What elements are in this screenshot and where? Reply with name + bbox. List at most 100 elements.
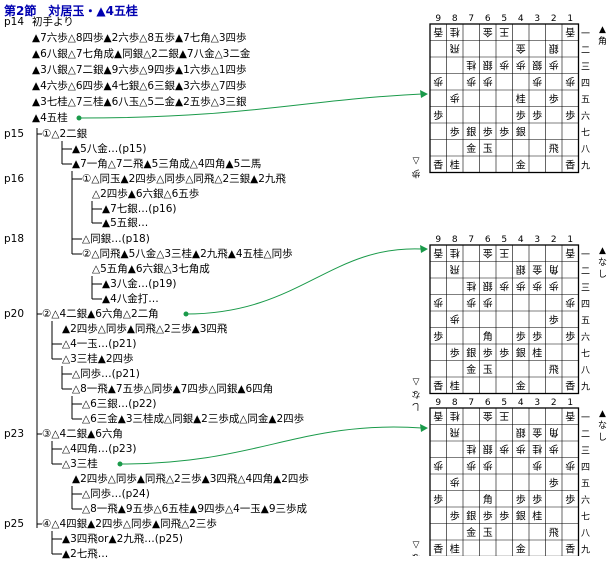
board-frame <box>429 244 580 395</box>
gote-piece: 飛 <box>450 426 460 438</box>
sente-hand: ▲なし <box>598 246 607 280</box>
sente-piece: 歩 <box>499 346 509 359</box>
sente-piece: 玉 <box>483 365 493 376</box>
sente-piece: 歩 <box>433 109 443 122</box>
page-ref-p16: p16 <box>4 173 25 185</box>
move-line: ▲4五桂 <box>32 112 68 124</box>
gote-piece: 歩 <box>483 296 493 309</box>
move-line: △3三桂 <box>62 458 98 470</box>
gote-piece: 歩 <box>516 442 526 455</box>
file-label: 6 <box>485 398 491 408</box>
gote-piece: 銀 <box>483 58 493 71</box>
gote-piece: 歩 <box>466 75 476 88</box>
gote-piece: 金 <box>516 42 526 55</box>
rank-label: 二 <box>581 430 590 440</box>
move-line: △同銀…(p18) <box>82 233 150 245</box>
move-line: ▲2四歩△同歩▲同飛△2三歩▲3四飛 <box>62 323 228 335</box>
sente-piece: 角 <box>483 494 493 506</box>
gote-piece: 王 <box>499 25 509 36</box>
move-line: ▲4八金打… <box>102 293 159 305</box>
gote-piece: 歩 <box>549 442 559 455</box>
arrow-start-dot-2 <box>183 311 189 317</box>
move-line: 初手より <box>32 16 74 28</box>
page-ref-p25: p25 <box>4 518 25 530</box>
arrow-to-board-3 <box>119 426 423 465</box>
gote-piece: 歩 <box>433 75 443 88</box>
sente-piece: 金 <box>466 526 476 539</box>
file-label: 8 <box>452 14 458 24</box>
gote-piece: 歩 <box>466 459 476 472</box>
file-label: 1 <box>567 235 573 245</box>
file-label: 1 <box>567 14 573 24</box>
gote-piece: 歩 <box>499 442 509 455</box>
sente-piece: 歩 <box>483 346 493 359</box>
move-line: ▲5八金…(p15) <box>72 143 147 155</box>
link-arrows <box>78 93 423 465</box>
gote-piece: 歩 <box>565 75 575 88</box>
move-line: ▲6八銀△7七角成▲同銀△2二銀▲7八金△3二金 <box>32 48 251 60</box>
file-label: 6 <box>485 235 491 245</box>
rank-label: 六 <box>581 110 590 122</box>
rank-label: 四 <box>581 79 590 89</box>
gote-piece: 歩 <box>483 75 493 88</box>
sente-piece: 歩 <box>433 330 443 343</box>
gote-piece: 歩 <box>450 475 460 488</box>
gote-piece: 金 <box>483 25 493 38</box>
gote-piece: 銀 <box>483 279 493 292</box>
move-line: △4四角…(p23) <box>62 443 137 455</box>
gote-piece: 歩 <box>499 279 509 292</box>
sente-piece: 歩 <box>499 125 509 138</box>
file-label: 4 <box>518 398 524 408</box>
gote-piece: 桂 <box>466 442 476 455</box>
sente-piece: 歩 <box>433 493 443 506</box>
sente-piece: 角 <box>483 331 493 343</box>
sente-piece: 桂 <box>450 379 460 392</box>
rank-label: 八 <box>581 145 590 155</box>
sente-piece: 歩 <box>565 109 575 122</box>
gote-piece: 飛 <box>450 42 460 54</box>
sente-piece: 銀 <box>466 346 476 359</box>
sente-piece: 香 <box>433 543 443 555</box>
gote-piece: 歩 <box>450 312 460 325</box>
gote-piece: 桂 <box>466 58 476 71</box>
gote-piece: 角 <box>549 426 559 438</box>
sente-piece: 歩 <box>565 330 575 343</box>
gote-hand: △なし <box>411 377 420 412</box>
arrow-to-board-1 <box>78 93 423 119</box>
gote-piece: 歩 <box>565 459 575 472</box>
sente-piece: 金 <box>516 379 526 392</box>
sente-piece: 香 <box>565 380 575 392</box>
gote-piece: 香 <box>433 25 443 37</box>
move-line: ④△4四銀▲2四歩△同歩▲同飛△2三歩 <box>42 518 217 530</box>
move-line: ▲2四歩△同歩▲同飛△2三歩▲3四飛△4四角▲2四歩 <box>72 473 309 485</box>
rank-label: 三 <box>581 62 590 72</box>
rank-label: 二 <box>581 46 590 56</box>
board-frame <box>429 407 580 556</box>
move-line: ▲3七桂△7三桂▲6八玉△5二金▲2五歩△3三銀 <box>32 96 247 108</box>
file-label: 5 <box>501 398 507 408</box>
gote-piece: 飛 <box>450 263 460 275</box>
sente-piece: 玉 <box>483 144 493 155</box>
move-line: ③△4二銀▲6六角 <box>42 428 123 440</box>
rank-label: 七 <box>581 511 590 522</box>
gote-piece: 歩 <box>483 459 493 472</box>
rank-label: 六 <box>581 331 590 343</box>
rank-label: 九 <box>581 381 590 392</box>
sente-piece: 香 <box>433 159 443 171</box>
sente-piece: 飛 <box>549 143 559 155</box>
sente-piece: 銀 <box>516 346 526 359</box>
page-ref-p14: p14 <box>4 16 25 28</box>
page-ref-p20: p20 <box>4 308 25 320</box>
sente-piece: 桂 <box>450 542 460 555</box>
gote-piece: 歩 <box>466 296 476 309</box>
rank-label: 三 <box>581 283 590 293</box>
rank-label: 一 <box>581 413 590 423</box>
rank-label: 七 <box>581 127 590 138</box>
sente-piece: 歩 <box>499 509 509 522</box>
sente-piece: 銀 <box>466 125 476 138</box>
sente-hand: ▲角 <box>598 25 607 47</box>
